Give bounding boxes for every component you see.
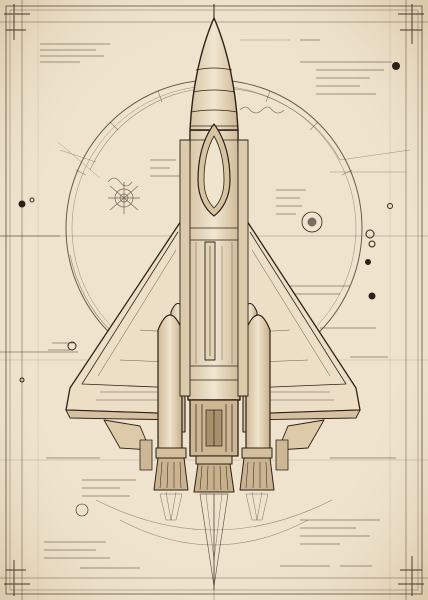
spacecraft (65, 4, 361, 590)
construction-lines (0, 39, 411, 358)
scribble-notes (40, 39, 396, 569)
circle-ticks (75, 80, 353, 176)
bottom-arc (95, 499, 333, 600)
gear-sketch (108, 182, 140, 214)
corner-marks (4, 4, 424, 596)
detail-dots (18, 62, 400, 517)
right-booster (239, 302, 275, 521)
